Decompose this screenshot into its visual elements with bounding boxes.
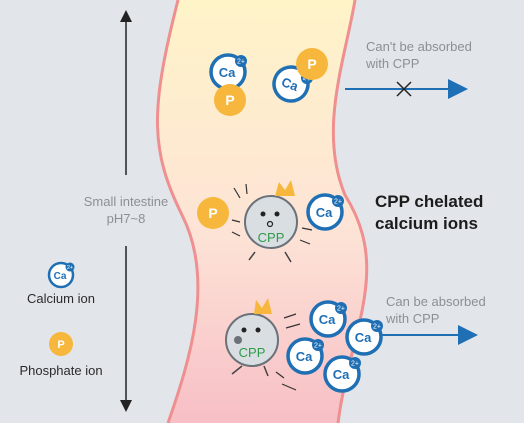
phosphate-ion-middle: P: [197, 197, 229, 229]
svg-text:2+: 2+: [351, 361, 359, 368]
calcium-ion-bottom-4: Ca 2+: [323, 355, 361, 393]
chelated-heading: CPP chelated calcium ions: [375, 191, 520, 235]
legend-calcium-label: Calcium ion: [27, 291, 95, 306]
svg-text:2+: 2+: [314, 343, 322, 350]
motion-lines-bottom: [275, 313, 301, 391]
svg-text:CPP: CPP: [239, 345, 266, 360]
svg-text:Ca: Ca: [219, 65, 236, 80]
can-absorb-line2: with CPP: [386, 311, 440, 326]
legend-phosphate-label: Phosphate ion: [19, 363, 103, 378]
svg-text:P: P: [208, 205, 217, 221]
svg-text:Ca: Ca: [319, 312, 336, 327]
cpp-molecule-bottom: CPP: [225, 298, 279, 377]
phosphate-ion-top-2: P: [296, 48, 328, 80]
svg-text:2+: 2+: [373, 324, 381, 331]
legend-phosphate-icon: P: [49, 332, 73, 356]
svg-text:Ca: Ca: [333, 367, 350, 382]
intestine-label: Small intestine pH7~8: [72, 193, 180, 227]
calcium-ion-bottom-1: Ca 2+: [309, 300, 347, 338]
svg-text:Ca: Ca: [316, 205, 333, 220]
calcium-ion-bottom-3: Ca 2+: [286, 337, 324, 375]
blocked-x-mark: [396, 81, 412, 97]
intestine-left-wall: [156, 0, 200, 423]
cant-absorb-line1: Can't be absorbed: [366, 39, 472, 54]
cant-absorb-line2: with CPP: [366, 56, 420, 71]
intestine-ph-label: pH7~8: [106, 211, 146, 226]
cant-absorb-annotation: Can't be absorbed with CPP: [366, 38, 516, 72]
can-absorb-line1: Can be absorbed: [386, 294, 486, 309]
svg-text:2+: 2+: [337, 306, 345, 313]
motion-lines-middle: [231, 183, 313, 245]
svg-text:Ca: Ca: [54, 271, 67, 282]
svg-text:P: P: [225, 92, 234, 108]
svg-text:Ca: Ca: [280, 74, 301, 94]
svg-text:CPP: CPP: [258, 230, 285, 245]
calcium-ion-middle: Ca 2+: [306, 193, 344, 231]
cpp-molecule-middle: CPP: [244, 180, 298, 263]
svg-text:2+: 2+: [237, 59, 245, 66]
legend-calcium-icon: Ca 2+: [47, 261, 75, 289]
svg-text:P: P: [57, 339, 64, 351]
phosphate-ion-top-1: P: [214, 84, 246, 116]
chelated-line2: calcium ions: [375, 214, 478, 233]
calcium-ion-bottom-2: Ca 2+: [345, 318, 383, 356]
svg-text:Ca: Ca: [296, 349, 313, 364]
intestine-label-line1: Small intestine: [83, 194, 169, 209]
chelated-line1: CPP chelated: [375, 192, 484, 211]
svg-text:Ca: Ca: [355, 330, 372, 345]
svg-text:2+: 2+: [67, 265, 73, 271]
svg-text:P: P: [307, 56, 316, 72]
calcium-ion-top-1: Ca 2+: [209, 53, 247, 91]
svg-text:2+: 2+: [334, 199, 342, 206]
can-absorb-annotation: Can be absorbed with CPP: [386, 293, 521, 327]
